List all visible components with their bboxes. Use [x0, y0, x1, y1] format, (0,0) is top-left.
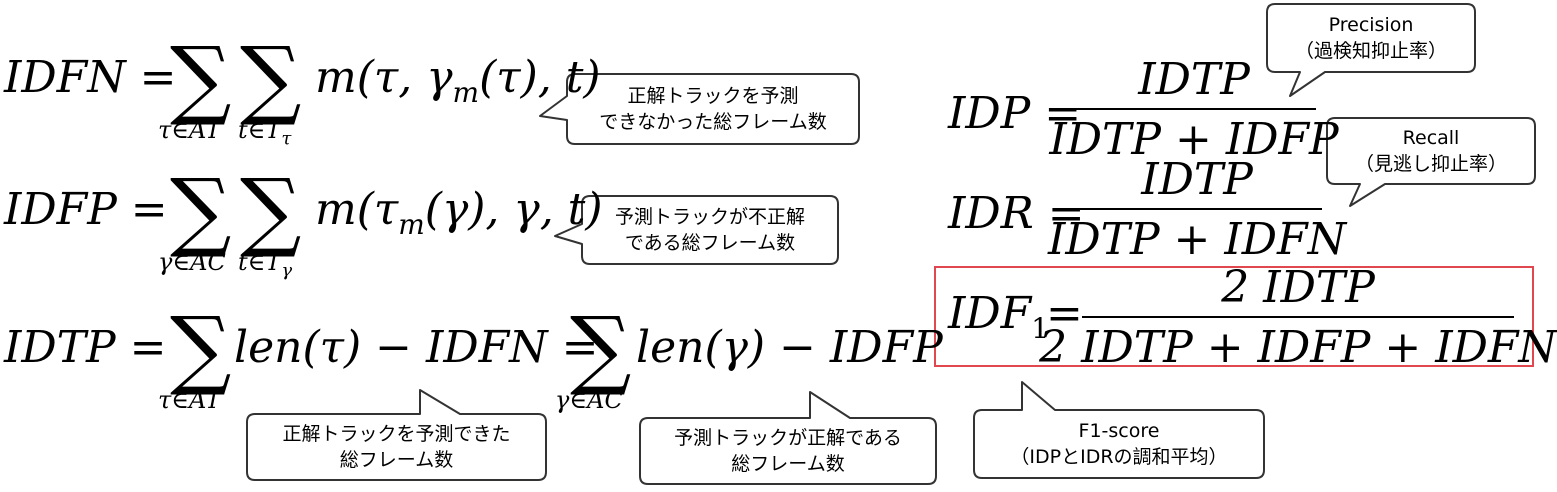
precision-callout-bubble: [1266, 3, 1476, 97]
recall-callout: Recall （見逃し抑止率）: [1327, 118, 1535, 184]
idtp-pred-callout-line2: 総フレーム数: [731, 453, 845, 475]
idtp-gt-callout-bubble: [246, 389, 547, 481]
idfn-sum-2: ∑: [240, 29, 302, 129]
idfp-callout: 予測トラックが不正解 である総フレーム数: [582, 196, 838, 264]
idtp-lhs: IDTP =: [4, 322, 167, 373]
idtp-gt-callout-line1: 正解トラックを予測できた: [282, 422, 511, 445]
idr-fraction: IDTP IDTP + IDFN: [1048, 154, 1346, 262]
idr-denominator: IDTP + IDFN: [1047, 214, 1347, 265]
idtp-tail: len(γ) − IDFP: [636, 322, 943, 373]
idfp-sum-2: ∑: [240, 161, 302, 261]
idtp-pred-callout-line1: 予測トラックが正解である: [674, 426, 902, 449]
idf1-fraction: 2 IDTP 2 IDTP + IDFP + IDFN: [1039, 262, 1557, 370]
idtp-sum-1: ∑: [170, 299, 232, 399]
precision-callout-line1: Precision: [1328, 13, 1414, 36]
idfp-body: m(τm(γ), γ, t): [315, 184, 603, 241]
idfp-lhs: IDFP =: [4, 184, 168, 235]
idtp-gt-callout-line2: 総フレーム数: [339, 449, 454, 471]
idfn-sum-2-index: t∈Tτ: [238, 116, 292, 149]
idtp-sum-2: ∑: [570, 299, 632, 399]
idfp-sum-2-index: t∈Tγ: [238, 248, 293, 281]
idtp-sum-2-index: γ∈AC: [555, 386, 623, 414]
idtp-pred-callout-bubble: [639, 391, 937, 485]
idtp-sum-1-index: τ∈AT: [158, 386, 222, 414]
idp-lhs: IDP =: [948, 88, 1082, 139]
idfn-sum-1: ∑: [170, 29, 232, 129]
idfp-callout-line1: 予測トラックが不正解: [614, 205, 805, 228]
idfn-callout-line2: できなかった総フレーム数: [599, 111, 827, 133]
idp-numerator: IDTP: [1138, 54, 1250, 105]
f1-callout-bubble: [973, 381, 1265, 479]
idf1-fraction-bar: [1082, 316, 1514, 318]
idfp-sum-1-index: γ∈AC: [158, 248, 226, 276]
idr-numerator: IDTP: [1141, 154, 1253, 205]
idtp-pred-callout: 予測トラックが正解である 総フレーム数: [640, 418, 936, 484]
idfp-sum-1: ∑: [170, 161, 232, 261]
idfn-sum-1-index: τ∈AT: [158, 116, 222, 144]
idf1-highlight-box: [934, 266, 1534, 367]
idfn-lhs: IDFN =: [4, 52, 177, 103]
idr-fraction-bar: [1072, 208, 1322, 210]
idp-fraction: IDTP IDTP + IDFP: [1049, 54, 1338, 162]
f1-callout: F1-score （IDPとIDRの調和平均）: [974, 410, 1264, 478]
idp-denominator: IDTP + IDFP: [1049, 114, 1339, 165]
precision-callout-line2: （過検知抑止率）: [1294, 40, 1447, 62]
idfn-callout: 正解トラックを予測 できなかった総フレーム数: [567, 74, 859, 144]
recall-callout-line1: Recall: [1402, 126, 1460, 149]
recall-callout-line2: （見逃し抑止率）: [1354, 153, 1507, 175]
idp-fraction-bar: [1072, 108, 1316, 110]
idfn-callout-line1: 正解トラックを予測: [627, 84, 799, 107]
idfn-callout-bubble: [539, 73, 860, 145]
idfp-callout-bubble: [554, 195, 839, 265]
f1-callout-line2: （IDPとIDRの調和平均）: [1010, 446, 1228, 468]
idr-lhs: IDR =: [948, 188, 1085, 239]
precision-callout: Precision （過検知抑止率）: [1267, 4, 1475, 72]
idfp-callout-line2: である総フレーム数: [624, 232, 796, 254]
idf1-lhs: IDF1: [948, 288, 1050, 345]
f1-callout-line1: F1-score: [1078, 419, 1160, 442]
idtp-gt-callout: 正解トラックを予測できた 総フレーム数: [247, 414, 546, 480]
idf1-equals: =: [1046, 288, 1083, 339]
idfn-body: m(τ, γm(τ), t): [315, 52, 601, 109]
idf1-numerator: 2 IDTP: [1221, 262, 1375, 313]
recall-callout-bubble: [1326, 117, 1536, 207]
idf1-denominator: 2 IDTP + IDFP + IDFN: [1039, 322, 1557, 373]
idtp-middle: len(τ) − IDFN =: [234, 322, 599, 373]
